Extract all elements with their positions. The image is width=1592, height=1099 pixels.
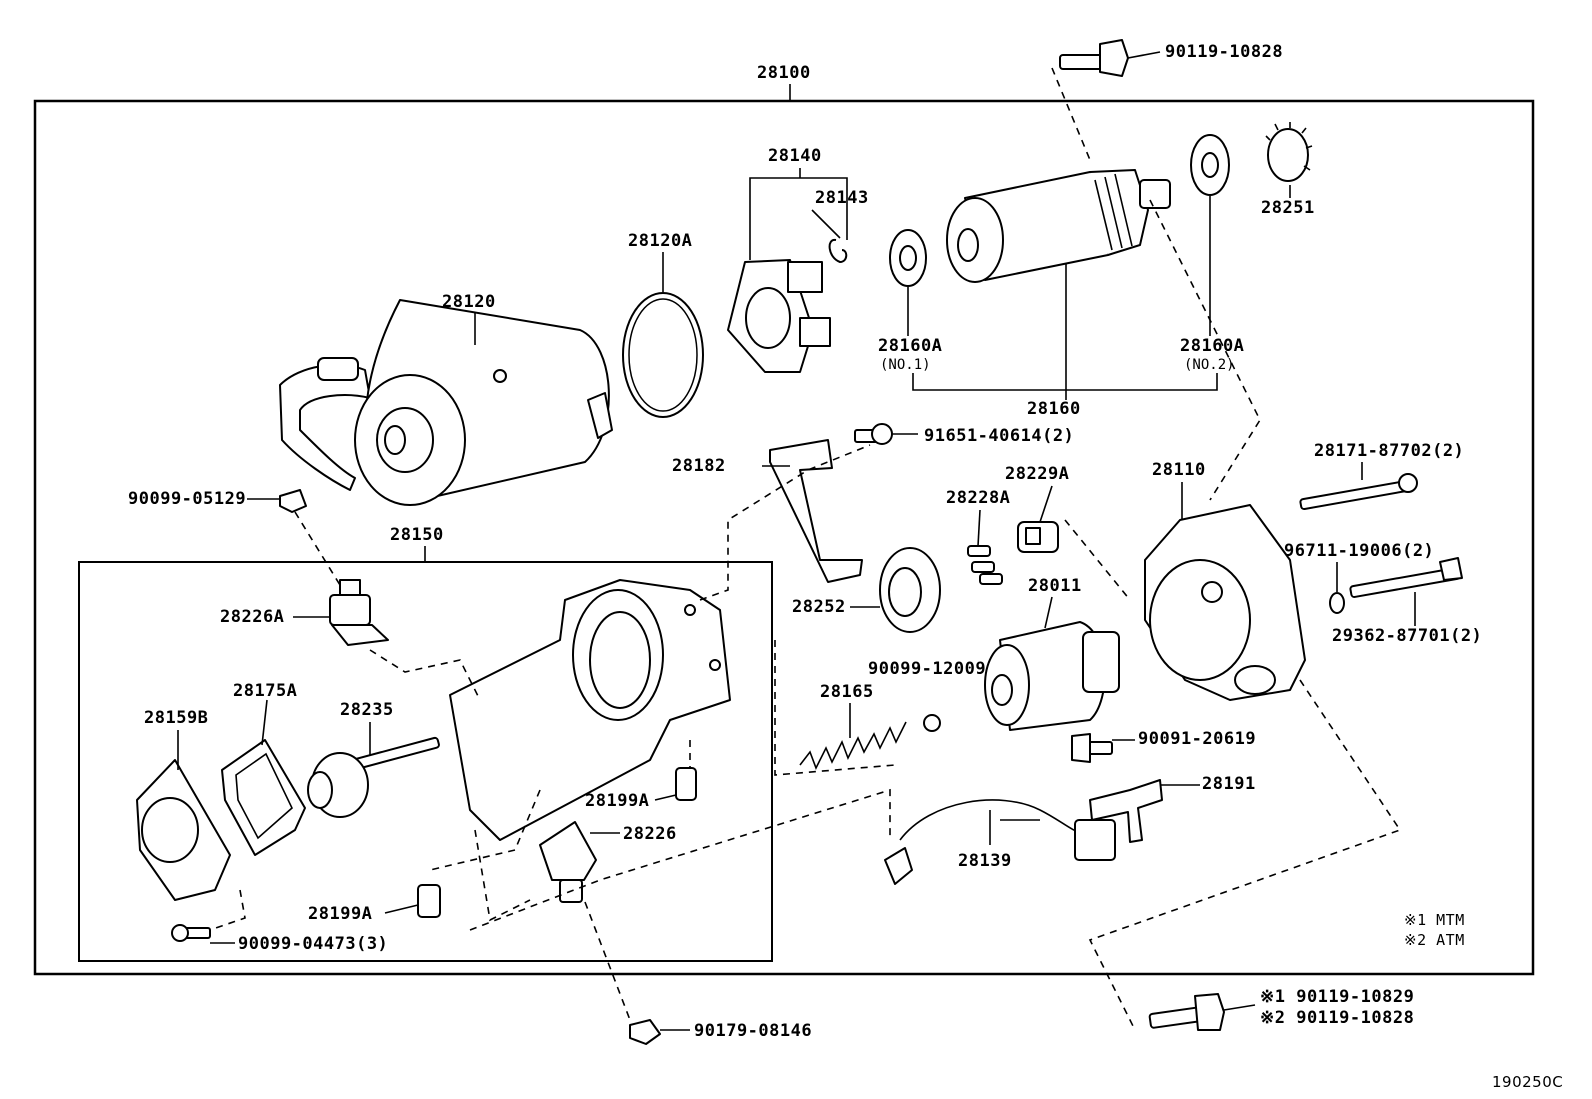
- diagram-id: 190250C: [1492, 1073, 1564, 1091]
- pinion-28251: [1265, 122, 1313, 182]
- label-28191: 28191: [1202, 774, 1256, 794]
- bolt-bottom-90119-10829: [1148, 993, 1225, 1031]
- retainer-28229A: [1017, 521, 1059, 553]
- housing-28110: [1144, 504, 1306, 701]
- clutch-28011: [984, 621, 1120, 731]
- nut-90099-05129: [279, 489, 307, 513]
- label-28160A-no2: 28160A: [1180, 336, 1245, 356]
- yoke-28120: [279, 299, 613, 506]
- label-90179-08146: 90179-08146: [694, 1021, 813, 1041]
- label-28251: 28251: [1261, 198, 1315, 218]
- rollers-28228A: [967, 545, 1003, 585]
- label-28229A: 28229A: [1005, 464, 1070, 484]
- label-28160A-no1-note: (NO.1): [880, 357, 931, 373]
- insulator-28199A-upper: [675, 767, 697, 801]
- ball-90099-12009: [923, 714, 941, 732]
- label-28252: 28252: [792, 597, 846, 617]
- bolt-90119-10828-top: [1059, 39, 1129, 77]
- screw-90099-04473: [171, 924, 211, 942]
- label-90099-04473: 90099-04473(3): [238, 934, 389, 954]
- label-28143: 28143: [815, 188, 869, 208]
- gasket-28175A: [221, 739, 306, 856]
- bracket-28182: [769, 439, 863, 583]
- wire-28139: [884, 799, 1116, 885]
- screw-91651-40614: [854, 423, 893, 445]
- nut-90179-08146: [629, 1019, 661, 1045]
- label-96711-19006: 96711-19006(2): [1284, 541, 1435, 561]
- label-bottom-bolt-mtm: ※1 90119-10829: [1260, 987, 1415, 1007]
- label-28160: 28160: [1027, 399, 1081, 419]
- bearing-28160A-no1: [889, 229, 927, 287]
- armature-28160: [946, 169, 1171, 283]
- legend-mtm: ※1 MTM: [1404, 911, 1465, 929]
- washer-96711-19006: [1329, 592, 1345, 614]
- label-28160A-no1: 28160A: [878, 336, 943, 356]
- insulator-28199A-lower: [417, 884, 441, 918]
- bracket-28191: [1089, 779, 1163, 843]
- label-91651-40614: 91651-40614(2): [924, 426, 1075, 446]
- label-28226: 28226: [623, 824, 677, 844]
- idler-gear-28252: [879, 547, 941, 633]
- label-28011: 28011: [1028, 576, 1082, 596]
- cover-28159B: [136, 759, 231, 901]
- bolt-28171-87702: [1299, 473, 1418, 510]
- label-90099-05129: 90099-05129: [128, 489, 247, 509]
- label-28175A: 28175A: [233, 681, 298, 701]
- label-bottom-bolt-atm: ※2 90119-10828: [1260, 1008, 1415, 1028]
- bolt-90091-20619: [1071, 733, 1113, 763]
- label-28182: 28182: [672, 456, 726, 476]
- label-28100: 28100: [757, 63, 811, 83]
- label-28199A-lower: 28199A: [308, 904, 373, 924]
- label-28120: 28120: [442, 292, 496, 312]
- label-28140: 28140: [768, 146, 822, 166]
- assembly-28100-frame: [33, 99, 1535, 976]
- bolt-29362-87701: [1349, 557, 1463, 598]
- brush-holder-28140: [727, 238, 848, 373]
- label-28110: 28110: [1152, 460, 1206, 480]
- label-29362-87701: 29362-87701(2): [1332, 626, 1483, 646]
- label-28226A: 28226A: [220, 607, 285, 627]
- legend-atm: ※2 ATM: [1404, 931, 1465, 949]
- label-28228A: 28228A: [946, 488, 1011, 508]
- label-90119-10828-top: 90119-10828: [1165, 42, 1284, 62]
- label-28235: 28235: [340, 700, 394, 720]
- label-28199A-upper: 28199A: [585, 791, 650, 811]
- terminal-28226A: [329, 579, 389, 646]
- label-28139: 28139: [958, 851, 1012, 871]
- label-28159B: 28159B: [144, 708, 209, 728]
- magnet-switch-housing-28150: [449, 579, 731, 841]
- label-28120A: 28120A: [628, 231, 693, 251]
- terminal-28226: [539, 821, 597, 903]
- label-90099-12009: 90099-12009: [868, 659, 987, 679]
- plunger-28235: [307, 736, 440, 818]
- label-90091-20619: 90091-20619: [1138, 729, 1257, 749]
- label-28160A-no2-note: (NO.2): [1184, 357, 1235, 373]
- label-28165: 28165: [820, 682, 874, 702]
- label-28171-87702: 28171-87702(2): [1314, 441, 1465, 461]
- o-ring-28120A: [622, 292, 704, 418]
- label-28150: 28150: [390, 525, 444, 545]
- bearing-28160A-no2: [1190, 134, 1230, 196]
- spring-28165: [799, 721, 907, 770]
